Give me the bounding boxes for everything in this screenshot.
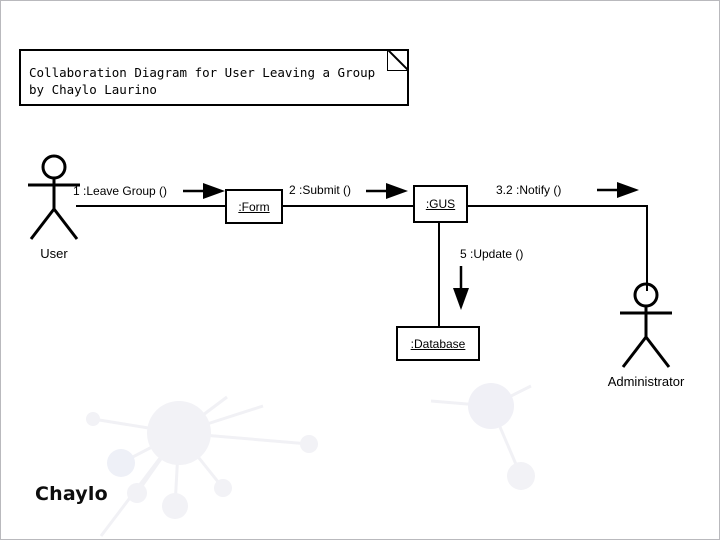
link-gus-database	[438, 222, 440, 328]
actor-user[interactable]	[19, 153, 89, 243]
message-arrow-1-icon	[183, 183, 225, 199]
object-database[interactable]: :Database	[396, 326, 480, 361]
message-label-4: 5 :Update ()	[460, 247, 524, 261]
object-gus[interactable]: :GUS	[413, 185, 468, 223]
message-label-2: 2 :Submit ()	[289, 183, 352, 197]
object-gus-label: :GUS	[425, 197, 456, 211]
message-arrow-4-icon	[453, 266, 469, 310]
actor-administrator[interactable]	[611, 281, 681, 371]
link-user-form	[76, 205, 226, 207]
message-arrow-2-icon	[366, 183, 408, 199]
message-label-1: 1 :Leave Group ()	[73, 184, 168, 198]
link-gus-administrator-vertical	[646, 205, 648, 291]
actor-user-label: User	[40, 246, 68, 261]
message-label-3: 3.2 :Notify ()	[496, 183, 562, 197]
note-text: Collaboration Diagram for User Leaving a…	[29, 65, 376, 97]
signature-text: Chaylo	[35, 483, 108, 505]
link-form-gus	[282, 205, 414, 207]
link-gus-administrator-horizontal	[467, 205, 648, 207]
note-fold-corner-icon	[387, 49, 409, 71]
actor-administrator-label: Administrator	[607, 374, 685, 389]
object-form[interactable]: :Form	[225, 189, 283, 224]
uml-note: Collaboration Diagram for User Leaving a…	[19, 49, 409, 106]
object-database-label: :Database	[410, 336, 466, 351]
message-arrow-3-icon	[597, 182, 639, 198]
object-form-label: :Form	[238, 199, 270, 214]
